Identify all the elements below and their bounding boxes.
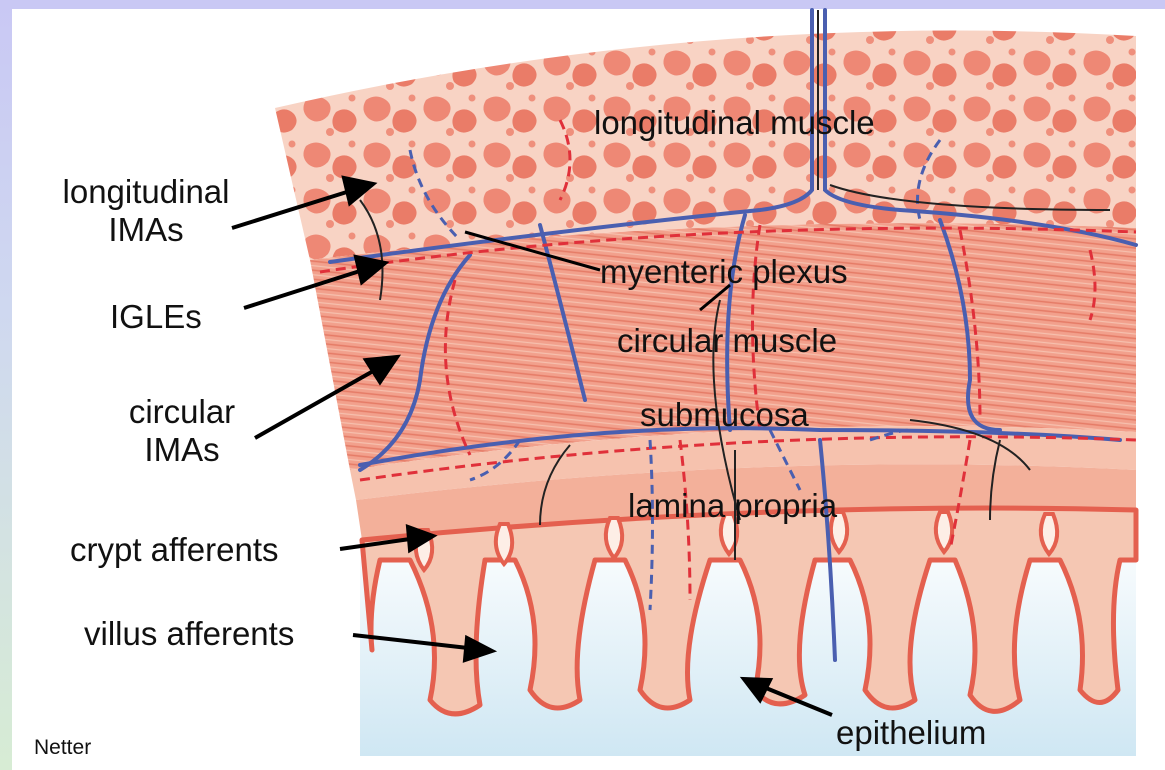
label-circular-imas: circular IMAs: [108, 393, 256, 469]
label-lamina-propria: lamina propria: [628, 487, 837, 525]
label-myenteric-plexus: myenteric plexus: [600, 253, 848, 291]
label-longitudinal-imas-line1: longitudinal: [40, 173, 252, 211]
image-credit: Netter: [34, 736, 91, 760]
label-epithelium: epithelium: [836, 714, 986, 752]
label-longitudinal-imas: longitudinal IMAs: [40, 173, 252, 249]
label-circular-muscle: circular muscle: [617, 322, 837, 360]
label-submucosa: submucosa: [640, 396, 809, 434]
label-villus-afferents: villus afferents: [84, 615, 294, 653]
label-igles: IGLEs: [110, 298, 202, 336]
label-circular-imas-line2: IMAs: [108, 431, 256, 469]
label-longitudinal-muscle: longitudinal muscle: [594, 104, 875, 142]
label-longitudinal-imas-line2: IMAs: [40, 211, 252, 249]
label-crypt-afferents: crypt afferents: [70, 531, 279, 569]
label-circular-imas-line1: circular: [108, 393, 256, 431]
